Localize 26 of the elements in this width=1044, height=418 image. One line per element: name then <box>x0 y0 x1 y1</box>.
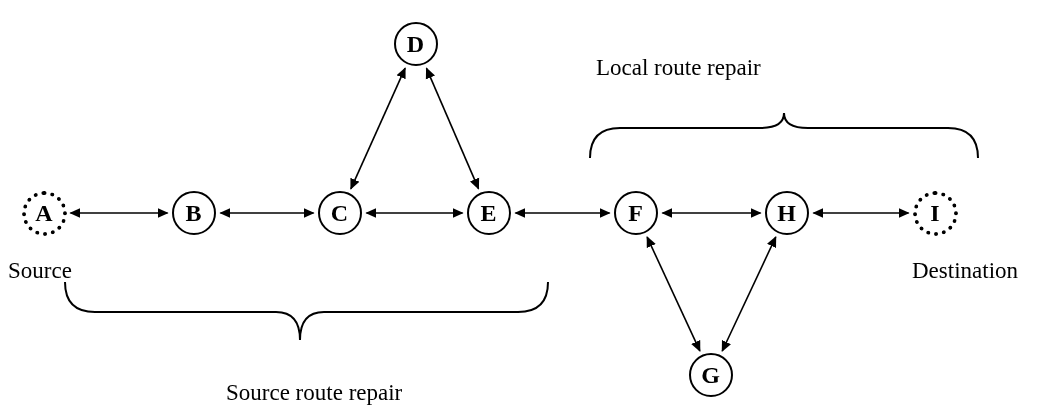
node-label: C <box>330 200 349 225</box>
bracket-label: Local route repair <box>596 55 761 81</box>
node-label: A <box>35 201 53 225</box>
double-arrow <box>350 67 406 190</box>
node-label: D <box>406 31 425 56</box>
node-caption: Destination <box>912 258 1019 284</box>
node-circle <box>317 190 362 235</box>
bracket-label: Source route repair <box>226 380 403 406</box>
double-arrow <box>661 208 762 218</box>
double-arrow <box>365 208 464 218</box>
double-arrow <box>721 236 777 352</box>
double-arrow <box>425 67 480 190</box>
node-label: H <box>777 200 796 225</box>
node-label: G <box>701 362 720 387</box>
double-arrow <box>219 208 315 218</box>
double-arrow <box>812 208 910 218</box>
node-circle <box>688 352 733 397</box>
node-circle <box>466 190 511 235</box>
node-label: E <box>480 200 497 225</box>
node-label: B <box>185 200 202 225</box>
node-label: I <box>930 201 940 225</box>
node-label: F <box>628 200 643 225</box>
double-arrow <box>514 208 611 218</box>
double-arrow <box>69 208 169 218</box>
double-arrow <box>646 236 701 352</box>
node-caption: Source <box>8 258 72 284</box>
